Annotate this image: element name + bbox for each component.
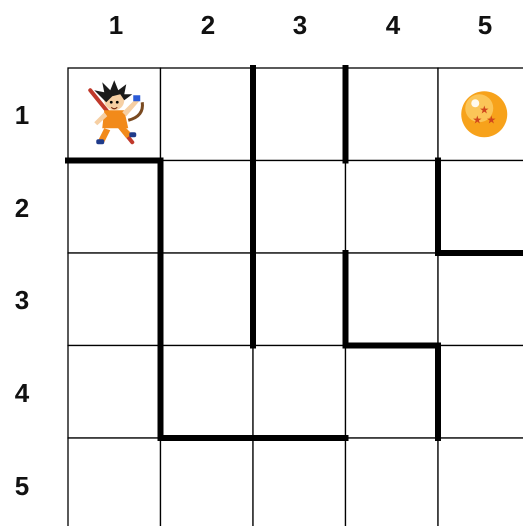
board-cell-r1-c3[interactable] bbox=[253, 68, 346, 161]
board-cell-r1-c2[interactable] bbox=[161, 68, 254, 161]
board-cell-r3-c4[interactable] bbox=[346, 253, 439, 346]
board-cell-r2-c4[interactable] bbox=[346, 161, 439, 254]
board-cell-r3-c2[interactable] bbox=[161, 253, 254, 346]
board-cell-r4-c3[interactable] bbox=[253, 346, 346, 439]
board-cell-r5-c1[interactable] bbox=[68, 438, 161, 526]
svg-text:★: ★ bbox=[472, 113, 482, 126]
board-cell-r1-c4[interactable] bbox=[346, 68, 439, 161]
board-cell-r2-c3[interactable] bbox=[253, 161, 346, 254]
svg-text:★: ★ bbox=[486, 113, 496, 126]
board-cell-r4-c2[interactable] bbox=[161, 346, 254, 439]
board-cell-r4-c1[interactable] bbox=[68, 346, 161, 439]
board-cell-r2-c1[interactable] bbox=[68, 161, 161, 254]
board-cell-r5-c3[interactable] bbox=[253, 438, 346, 526]
board-cell-r5-c4[interactable] bbox=[346, 438, 439, 526]
board-cell-r3-c3[interactable] bbox=[253, 253, 346, 346]
board-cell-r2-c5[interactable] bbox=[438, 161, 523, 254]
board-cell-r4-c4[interactable] bbox=[346, 346, 439, 439]
board-cell-r4-c5[interactable] bbox=[438, 346, 523, 439]
board-cell-r3-c1[interactable] bbox=[68, 253, 161, 346]
board-cell-r5-c5[interactable] bbox=[438, 438, 523, 526]
board-cell-r2-c2[interactable] bbox=[161, 161, 254, 254]
dragon-ball-icon: ★★★ bbox=[461, 91, 507, 137]
board-cell-r5-c2[interactable] bbox=[161, 438, 254, 526]
board-cell-r3-c5[interactable] bbox=[438, 253, 523, 346]
